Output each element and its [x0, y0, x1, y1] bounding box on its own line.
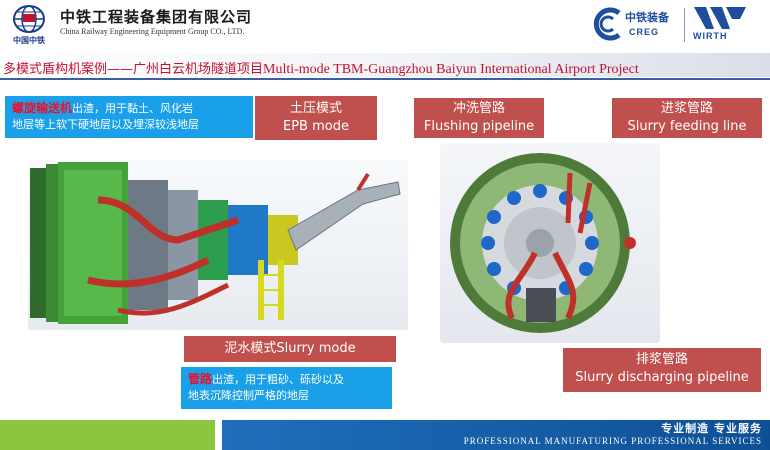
slurry-feeding-cn: 进浆管路 — [660, 101, 713, 116]
creg-name-en: CREG — [629, 27, 660, 37]
company-name-en: China Railway Engineering Equipment Grou… — [60, 27, 245, 36]
slurry-feeding-en: Slurry feeding line — [627, 119, 747, 134]
slurry-discharging-en: Slurry discharging pipeline — [575, 370, 749, 385]
footer-blue-bar: 专业制造 专业服务 PROFESSIONAL MANUFATURING PROF… — [222, 420, 770, 450]
slurry-discharging-label: 排浆管路 Slurry discharging pipeline — [563, 348, 761, 392]
screw-conveyor-description: 螺旋输送机出渣，用于黏土、风化岩 地层等上软下硬地层以及埋深较浅地层 — [5, 96, 253, 138]
logo-divider — [684, 8, 685, 42]
title-bar — [0, 53, 770, 77]
creg-logo: 中铁装备 CREG — [591, 5, 683, 45]
tbm-front-view-image — [440, 143, 660, 343]
slide-title-cn: 多模式盾构机案例——广州白云机场隧道项目 — [3, 62, 264, 77]
wirth-logo-icon — [694, 7, 746, 29]
crec-small-name: 中国中铁 — [13, 36, 45, 45]
epb-mode-label: 土压模式 EPB mode — [255, 96, 377, 140]
crec-logo: 中国中铁 — [6, 4, 52, 48]
flushing-pipeline-en: Flushing pipeline — [423, 119, 535, 134]
screw-conveyor-highlight: 螺旋输送机 — [12, 101, 73, 115]
footer-slogan-cn: 专业制造 专业服务 — [661, 422, 762, 435]
flushing-pipeline-cn: 冲洗管路 — [452, 101, 505, 116]
footer-slogan-en: PROFESSIONAL MANUFATURING PROFESSIONAL S… — [463, 436, 762, 446]
epb-mode-cn: 土压模式 — [289, 101, 342, 116]
slide-title-en: Multi-mode TBM-Guangzhou Baiyun Internat… — [263, 62, 639, 77]
tbm-side-view-drawing — [30, 162, 401, 324]
creg-name-cn: 中铁装备 — [625, 11, 669, 24]
wirth-name: WIRTH — [693, 31, 728, 41]
slurry-mode-label: 泥水模式Slurry mode — [184, 336, 396, 362]
pipeline-description: 管路出渣，用于粗砂、砾砂以及 地表沉降控制严格的地层 — [181, 367, 392, 409]
wirth-logo: WIRTH — [690, 5, 752, 45]
flushing-pipeline-label: 冲洗管路 Flushing pipeline — [414, 98, 544, 138]
tbm-side-view-image — [28, 160, 408, 330]
pipeline-highlight: 管路 — [188, 372, 213, 386]
slurry-discharging-cn: 排浆管路 — [635, 352, 688, 367]
pipeline-text-2: 地表沉降控制严格的地层 — [188, 389, 309, 402]
header: 中国中铁 中铁工程装备集团有限公司 China Railway Engineer… — [0, 0, 770, 52]
crec-globe-icon — [13, 5, 45, 33]
pipeline-text-1: 出渣，用于粗砂、砾砂以及 — [212, 373, 345, 386]
footer-green-bar — [0, 420, 215, 450]
tbm-front-view-drawing — [450, 153, 636, 333]
epb-mode-en: EPB mode — [283, 119, 349, 134]
company-name-cn: 中铁工程装备集团有限公司 — [60, 8, 253, 26]
creg-logo-icon — [593, 7, 621, 41]
slide-title: 多模式盾构机案例——广州白云机场隧道项目Multi-mode TBM-Guang… — [3, 58, 639, 78]
footer: 专业制造 专业服务 PROFESSIONAL MANUFATURING PROF… — [0, 420, 770, 450]
screw-conveyor-text-2: 地层等上软下硬地层以及埋深较浅地层 — [12, 118, 199, 131]
slurry-feeding-label: 进浆管路 Slurry feeding line — [612, 98, 762, 138]
screw-conveyor-text-1: 出渣，用于黏土、风化岩 — [72, 102, 194, 115]
title-underline — [0, 78, 770, 80]
